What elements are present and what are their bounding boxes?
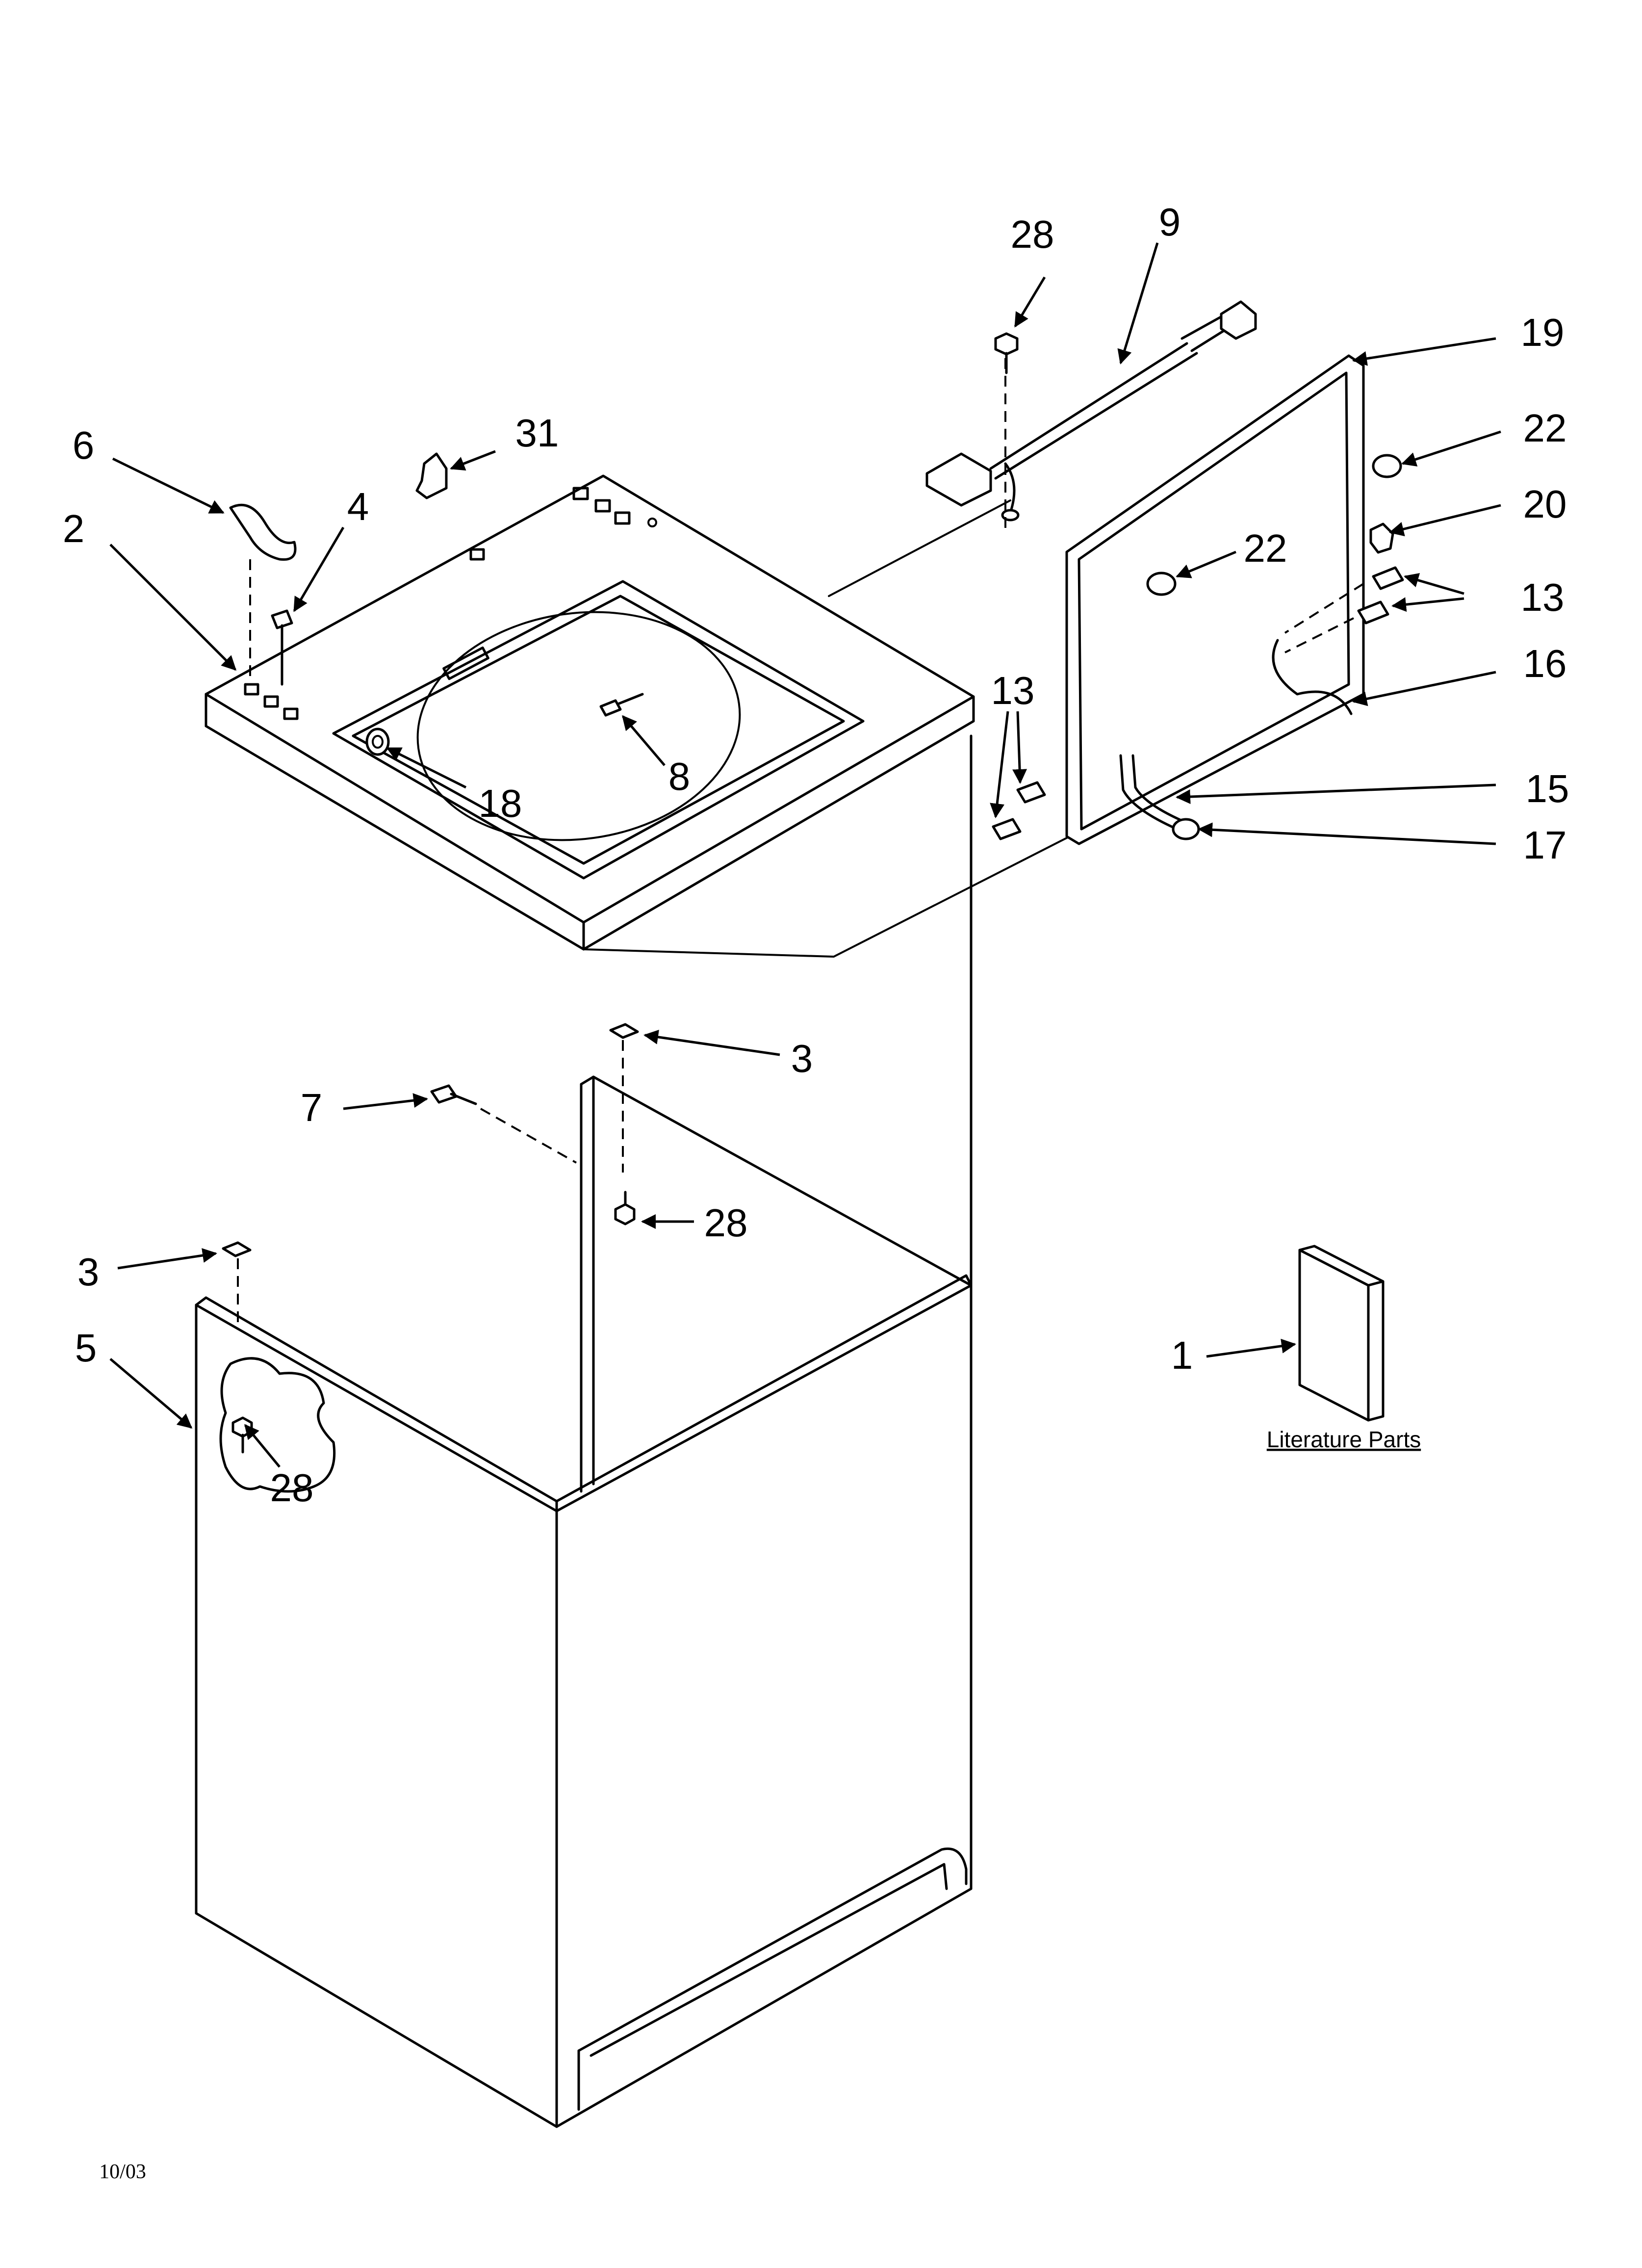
- leader-lines: [109, 242, 1501, 1468]
- callout-6: 6: [73, 423, 95, 467]
- plug-part-22-b: [1146, 572, 1177, 596]
- cabinet-part-5: [195, 734, 973, 2128]
- callout-3-front: 3: [77, 1250, 100, 1294]
- hose-part-15: [1119, 754, 1186, 831]
- clip-part-6: [229, 503, 297, 561]
- callout-19: 19: [1521, 311, 1565, 354]
- callout-17: 17: [1523, 823, 1567, 867]
- callout-13-frame: 13: [1521, 575, 1565, 619]
- plug-part-22-a: [1372, 454, 1402, 478]
- callout-7: 7: [301, 1086, 323, 1129]
- screw-part-7: [430, 1084, 477, 1105]
- clip-part-3-a: [609, 1023, 639, 1039]
- hose-part-16: [1272, 639, 1353, 715]
- screw-part-8: [599, 693, 644, 717]
- literature-parts-label: Literature Parts: [1267, 1427, 1421, 1452]
- clip-part-20: [1369, 522, 1394, 554]
- screw-part-28-middle: [614, 1191, 636, 1225]
- cutaway-view: [219, 1357, 336, 1493]
- rear-frame-part-19: [1065, 354, 1365, 845]
- clip-part-4: [271, 609, 293, 686]
- screw-part-13-a: [1284, 566, 1404, 653]
- callout-22-frame: 22: [1244, 526, 1287, 570]
- grommet-part-18: [365, 728, 390, 756]
- callout-2: 2: [63, 507, 85, 550]
- lid-switch-assembly: [925, 300, 1257, 521]
- callout-20: 20: [1523, 482, 1567, 526]
- callout-31: 31: [515, 411, 559, 455]
- callout-28-cutaway: 28: [270, 1466, 314, 1510]
- top-panel: [205, 474, 975, 951]
- callout-3-rear: 3: [791, 1037, 813, 1080]
- bracket-part-31: [415, 452, 448, 499]
- callout-labels: 28 9 19 22 20 22 13 16 13 15 17 6 31 4 2…: [63, 200, 1569, 1510]
- literature-book-part-1: [1298, 1245, 1385, 1422]
- callout-8: 8: [668, 755, 691, 798]
- screw-part-28-top: [994, 332, 1019, 374]
- cap-part-17: [1172, 818, 1200, 840]
- callout-28-middle: 28: [704, 1201, 748, 1245]
- callout-18: 18: [479, 782, 522, 825]
- callout-9: 9: [1159, 200, 1181, 244]
- callout-22-top: 22: [1523, 406, 1567, 450]
- callout-16: 16: [1523, 642, 1567, 685]
- callout-15: 15: [1526, 767, 1569, 810]
- callout-13-left: 13: [991, 669, 1035, 712]
- callout-1: 1: [1171, 1333, 1193, 1377]
- screw-part-13-b: [992, 781, 1046, 840]
- callout-5: 5: [75, 1326, 97, 1370]
- revision-date: 10/03: [99, 2161, 146, 2183]
- callout-28-switch: 28: [1011, 212, 1054, 256]
- callout-4: 4: [347, 485, 369, 528]
- clip-part-3-b: [222, 1241, 252, 1257]
